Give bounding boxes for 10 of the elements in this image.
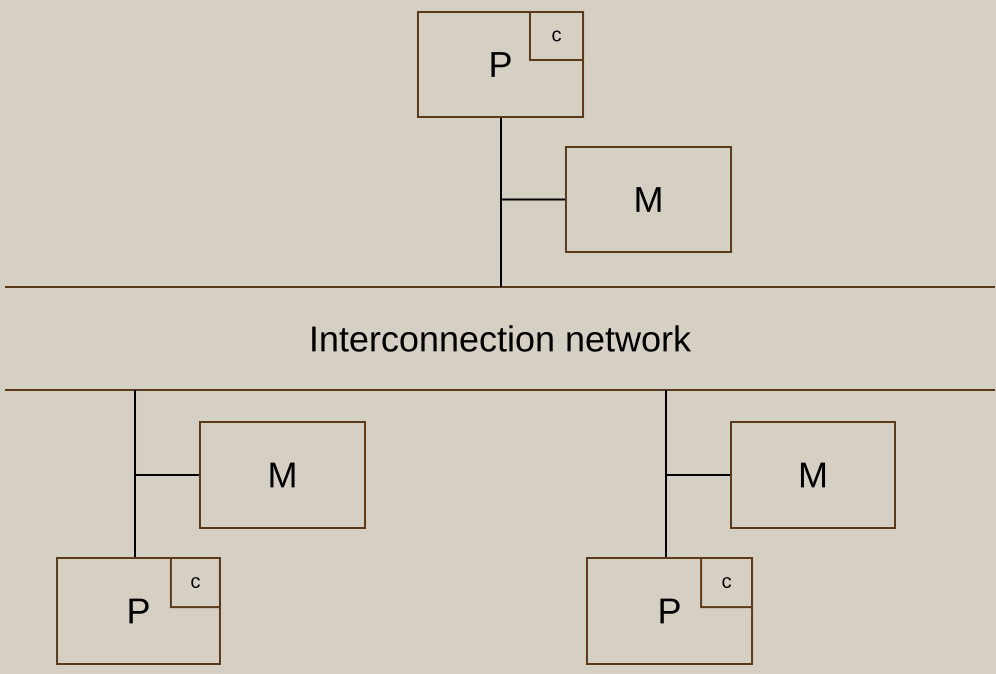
network-band: Interconnection network (5, 286, 995, 391)
cache-box: c (528, 10, 584, 61)
memory-box: M (730, 421, 896, 529)
cache-box: c (170, 557, 221, 608)
cache-box: c (700, 557, 754, 608)
connector-line (134, 390, 199, 476)
memory-box: M (198, 421, 366, 529)
connector-line (665, 390, 730, 476)
memory-box: M (564, 146, 732, 254)
connector-line (500, 198, 565, 287)
